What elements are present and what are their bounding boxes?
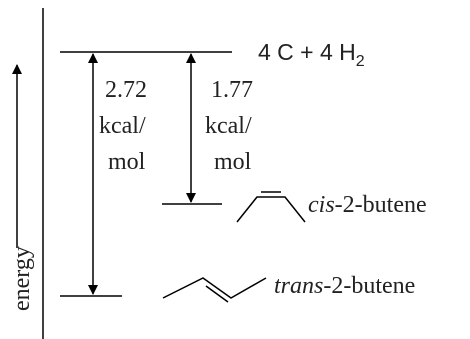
trans-gap-unit-line2: mol xyxy=(108,149,146,175)
top-level-label-subscript: 2 xyxy=(356,53,365,70)
cis-2-butene-label: cis-2-butene xyxy=(308,192,427,218)
top-level-label: 4 C + 4 H2 xyxy=(258,39,365,70)
cis-gap-unit-line2: mol xyxy=(214,149,252,175)
trans-gap-value: 2.72 xyxy=(105,77,147,103)
trans-2-butene-prefix: trans xyxy=(274,273,323,299)
trans-2-butene-double-bond-icon xyxy=(205,285,229,303)
trans-2-butene-suffix: -2-butene xyxy=(323,273,415,299)
cis-2-butene-structure-icon xyxy=(236,196,306,223)
cis-gap-unit-line1: kcal/ xyxy=(205,113,252,139)
top-level-label-main: 4 C + 4 H xyxy=(258,39,356,65)
cis-gap-value: 1.77 xyxy=(211,77,253,103)
cis-2-butene-suffix: -2-butene xyxy=(335,192,427,218)
cis-2-butene-prefix: cis xyxy=(308,192,335,218)
trans-2-butene-label: trans-2-butene xyxy=(274,273,415,299)
trans-2-butene-structure-icon xyxy=(162,277,267,299)
trans-gap-unit-line1: kcal/ xyxy=(99,113,146,139)
energy-axis-label: energy xyxy=(9,246,35,311)
